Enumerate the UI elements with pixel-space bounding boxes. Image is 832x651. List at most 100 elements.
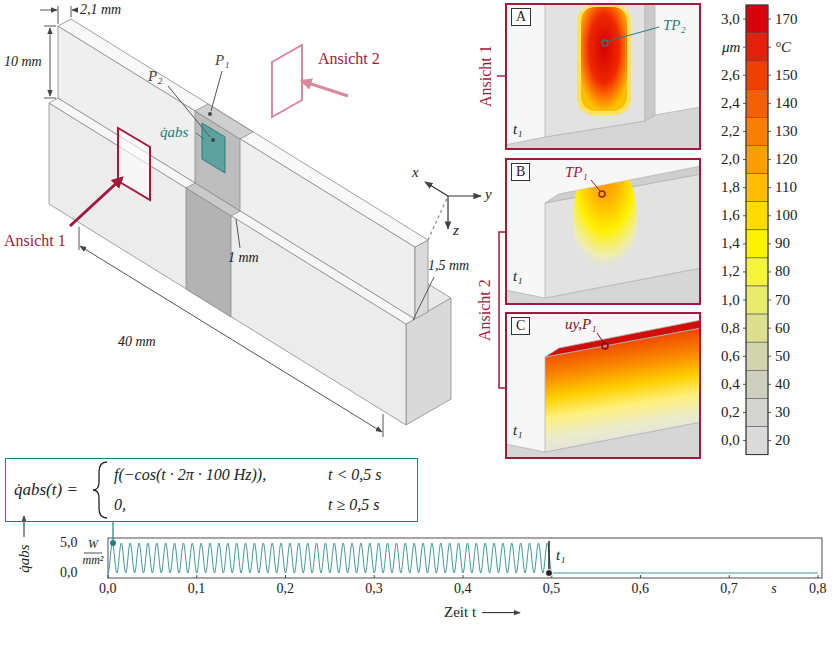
view-label: Ansicht 2 [318,50,380,68]
dimension-line [236,219,240,248]
plot-frame [24,516,25,537]
tick-label: 0,2 [277,581,295,597]
part-drawing [49,19,451,425]
color-scale [746,174,768,202]
label-text: t₁ [513,268,522,285]
scale-value: 60 [775,320,790,337]
view-panel: uy,P₁t₁C [505,312,701,459]
signal-curve [463,575,464,578]
scale-tick [768,47,771,48]
scale-tick [768,131,771,132]
scale-value: 2,0 [721,151,740,168]
scale-value: 1,2 [721,263,740,280]
color-scale [746,33,768,61]
panel-drawing [545,3,645,137]
view-frame [70,178,122,226]
scale-tick [743,384,746,385]
formula-box: q̇abs(t) =f(−cos(t · 2π · 100 Hz)),t < 0… [5,458,418,522]
scale-value: 1,0 [721,292,740,309]
formula-leader [110,540,116,546]
color-scale [746,314,768,342]
label-text: t₁ [513,121,522,138]
panel-drawing [577,5,631,115]
scale-tick [768,215,771,216]
panel-drawing [505,312,701,459]
scale-tick [768,19,771,20]
dimension-line [71,6,72,17]
dimension-line [413,277,434,320]
dimension-line [79,227,80,250]
signal-curve [108,543,818,578]
scale-value: 70 [775,292,790,309]
dimension-label: 40 mm [118,334,156,350]
color-scale [746,398,768,426]
scale-tick [768,75,771,76]
plot-frame [24,516,822,578]
scale-tick [743,19,771,441]
tick-label: 0,7 [720,581,738,597]
scale-tick [743,187,746,188]
signal-curve [108,543,818,573]
coordinate-axes [447,196,448,229]
label-text: 0, [114,496,126,514]
axis-label: z [453,222,459,239]
tick-label: 5,0 [60,535,78,551]
scale-tick [768,159,771,160]
color-scale [746,342,768,370]
panel-drawing [591,180,600,191]
panel-drawing [645,3,655,121]
label-text: f(−cos(t · 2π · 100 Hz)), [114,466,266,484]
part-drawing [58,26,415,319]
formula-leader [93,462,116,546]
scale-value: μm [722,39,740,56]
time-marker [546,570,553,577]
dimension-line [72,10,78,11]
scale-tick [768,328,771,329]
scale-tick [768,384,771,385]
dimension-label: 2,1 mm [80,2,121,18]
panel-drawing [505,3,701,150]
panel-drawing [505,3,701,150]
part-drawing [186,188,231,317]
signal-curve [818,575,819,578]
dimension-label: 1,5 mm [428,258,469,274]
signal-curve [374,575,375,578]
scale-value: 0,4 [721,376,740,393]
panel-letter: B [511,163,530,181]
scale-value: 150 [775,67,798,84]
scale-tick [768,271,771,272]
scale-value: 1,8 [721,179,740,196]
scale-value: °C [775,39,791,56]
color-scale [746,230,768,258]
axis-arrow [482,612,520,613]
panel-drawing [609,27,659,41]
scale-value: 0,6 [721,348,740,365]
tick-label: 0,8 [809,581,827,597]
scale-value: 1,4 [721,235,740,252]
signal-curve [108,575,818,578]
formula-leader [93,462,107,518]
panel-drawing [602,40,608,46]
dimension-label: 10 mm [4,54,42,70]
tick-label: 0,0 [60,565,78,581]
axis-label: x [412,164,419,181]
dimension-line [44,98,56,99]
panel-letter: C [511,317,530,335]
label-text: B [516,164,525,180]
panel-drawing [505,312,701,459]
scale-tick [743,103,746,104]
time-marker [546,541,553,577]
unit-label: W [88,538,98,552]
scale-tick [768,300,771,301]
part-drawing [415,240,428,319]
part-drawing [58,19,428,247]
scale-tick [768,356,771,357]
unit-label: mm² [83,554,104,568]
coordinate-axes [425,182,448,196]
scale-value: 2,2 [721,123,740,140]
label-text: TP₂ [663,17,686,34]
color-scale [746,427,768,455]
time-label: t₁ [556,547,565,564]
color-scale [746,5,768,33]
